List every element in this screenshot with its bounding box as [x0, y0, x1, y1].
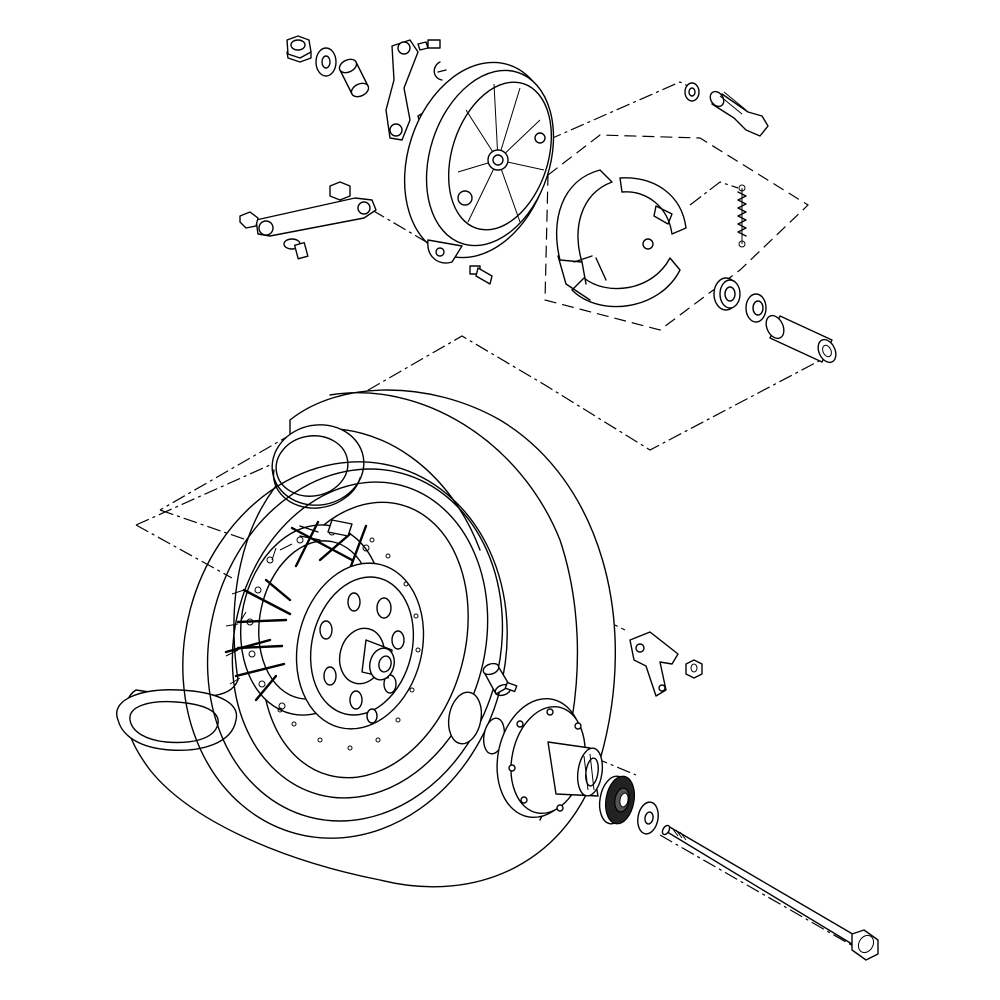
- collar-top: [338, 58, 370, 98]
- cam-o-ring: [684, 82, 700, 102]
- nut-top: [286, 35, 312, 63]
- brake-shoes: [555, 169, 687, 308]
- seal-small: [745, 293, 767, 323]
- shoe-spring: [737, 184, 747, 248]
- brake-arm: [239, 181, 377, 260]
- bearing-dark: [598, 775, 636, 825]
- washer-top: [315, 47, 337, 77]
- hub-damper: [482, 662, 518, 697]
- axle: [661, 824, 879, 961]
- bearing-small: [713, 277, 741, 311]
- sprocket-hub: [496, 697, 604, 819]
- bolt-small: [469, 265, 493, 285]
- o-ring-large: [447, 691, 483, 745]
- clip: [433, 61, 447, 81]
- washer-axle: [637, 801, 659, 835]
- tire-cutout-bottom: [116, 689, 238, 751]
- tire-cutout-top: [271, 424, 365, 509]
- spacer: [765, 314, 837, 364]
- brake-cam: [709, 90, 769, 137]
- adjuster-nut: [685, 659, 703, 679]
- chain-adjuster: [629, 631, 679, 697]
- wheel-hub: [224, 519, 425, 751]
- brake-panel: [403, 61, 555, 285]
